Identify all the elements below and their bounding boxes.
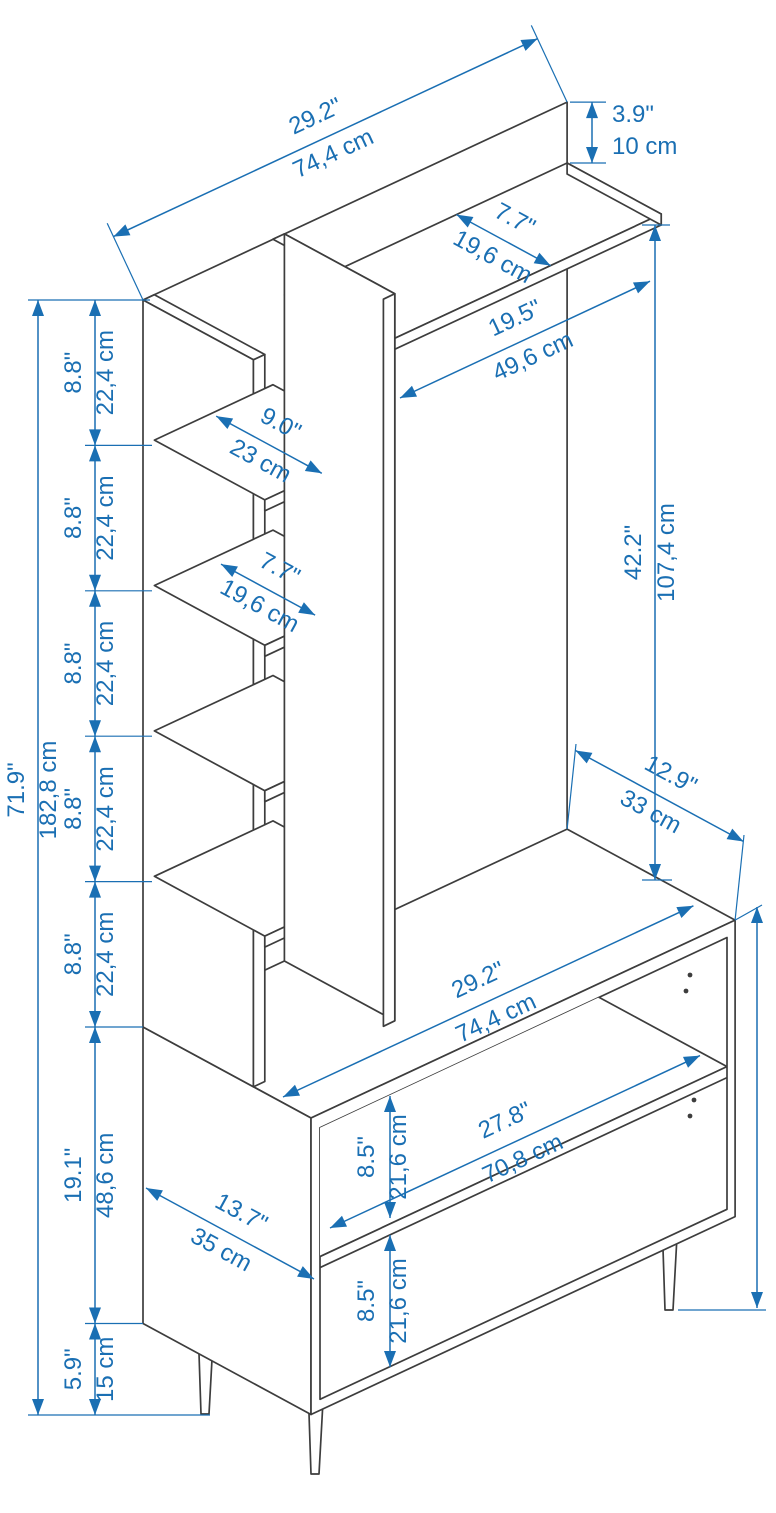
dim-base-height-in-label: 19.1" bbox=[60, 1148, 87, 1203]
dim-right-side-height bbox=[678, 904, 766, 1311]
dim-top-width: 29.2" 74,4 cm bbox=[106, 25, 568, 301]
dim-shelf-gap-2-in-label: 8.8" bbox=[60, 497, 87, 539]
dim-compartment-upper-cm-label: 21,6 cm bbox=[385, 1114, 412, 1199]
handle-dot bbox=[687, 1113, 693, 1119]
dim-shelf-gap-5-cm-label: 22,4 cm bbox=[92, 912, 119, 997]
handle-dot bbox=[691, 1097, 697, 1103]
shelf-tower bbox=[142, 233, 396, 1088]
canopy-right-edge bbox=[566, 162, 663, 226]
dim-shelf-gap-2-cm-label: 22,4 cm bbox=[92, 475, 119, 560]
dim-shelf-gap-1-in-label: 8.8" bbox=[60, 352, 87, 394]
tower-right-panel-front-edge bbox=[382, 292, 396, 1028]
dim-back-panel-height-cm-label: 10 cm bbox=[612, 133, 677, 160]
dim-back-panel-height-in-label: 3.9" bbox=[612, 101, 654, 128]
dim-compartment-height-lower: 8.5" 21,6 cm bbox=[353, 1235, 412, 1367]
handle-dot bbox=[683, 988, 689, 994]
dim-compartment-upper-in-label: 8.5" bbox=[353, 1136, 380, 1178]
dim-back-panel-height: 3.9" 10 cm bbox=[570, 101, 677, 164]
dim-top-depth-in-label: 12.9" bbox=[640, 750, 701, 800]
dim-shelf-gap-5-in-label: 8.8" bbox=[60, 933, 87, 975]
dim-shelf-gap-1-cm-label: 22,4 cm bbox=[92, 330, 119, 415]
dimension-annotations: 29.2" 74,4 cm 3.9" 10 cm 7.7" 19,6 cm 19… bbox=[3, 25, 766, 1416]
dim-shelf-gap-chain: 8.8" 22,4 cm 8.8" 22,4 cm 8.8" 22,4 cm 8… bbox=[28, 299, 210, 1416]
dim-compartment-height-upper: 8.5" 21,6 cm bbox=[353, 1096, 412, 1218]
dim-total-height-in-label: 71.9" bbox=[3, 762, 30, 817]
dim-compartment-lower-cm-label: 21,6 cm bbox=[385, 1258, 412, 1343]
dim-shelf-gap-3-in-label: 8.8" bbox=[60, 643, 87, 685]
dim-shelf-gap-4-in-label: 8.8" bbox=[60, 788, 87, 830]
dim-top-width-in-label: 29.2" bbox=[285, 92, 346, 140]
dim-leg-height-in-label: 5.9" bbox=[60, 1348, 87, 1390]
dim-shelf-gap-4-cm-label: 22,4 cm bbox=[92, 766, 119, 851]
dim-total-height: 71.9" 182,8 cm bbox=[3, 300, 62, 1415]
dim-total-height-cm-label: 182,8 cm bbox=[35, 741, 62, 840]
dim-compartment-lower-in-label: 8.5" bbox=[353, 1280, 380, 1322]
handle-dot bbox=[687, 972, 693, 978]
dim-base-height-cm-label: 48,6 cm bbox=[92, 1133, 119, 1218]
dim-hanging-height-in-label: 42.2" bbox=[620, 525, 647, 580]
dim-hanging-height-cm-label: 107,4 cm bbox=[653, 503, 680, 602]
dim-leg-height-cm-label: 15 cm bbox=[92, 1337, 119, 1402]
dim-shelf-gap-3-cm-label: 22,4 cm bbox=[92, 621, 119, 706]
tower-right-panel bbox=[283, 233, 396, 1022]
